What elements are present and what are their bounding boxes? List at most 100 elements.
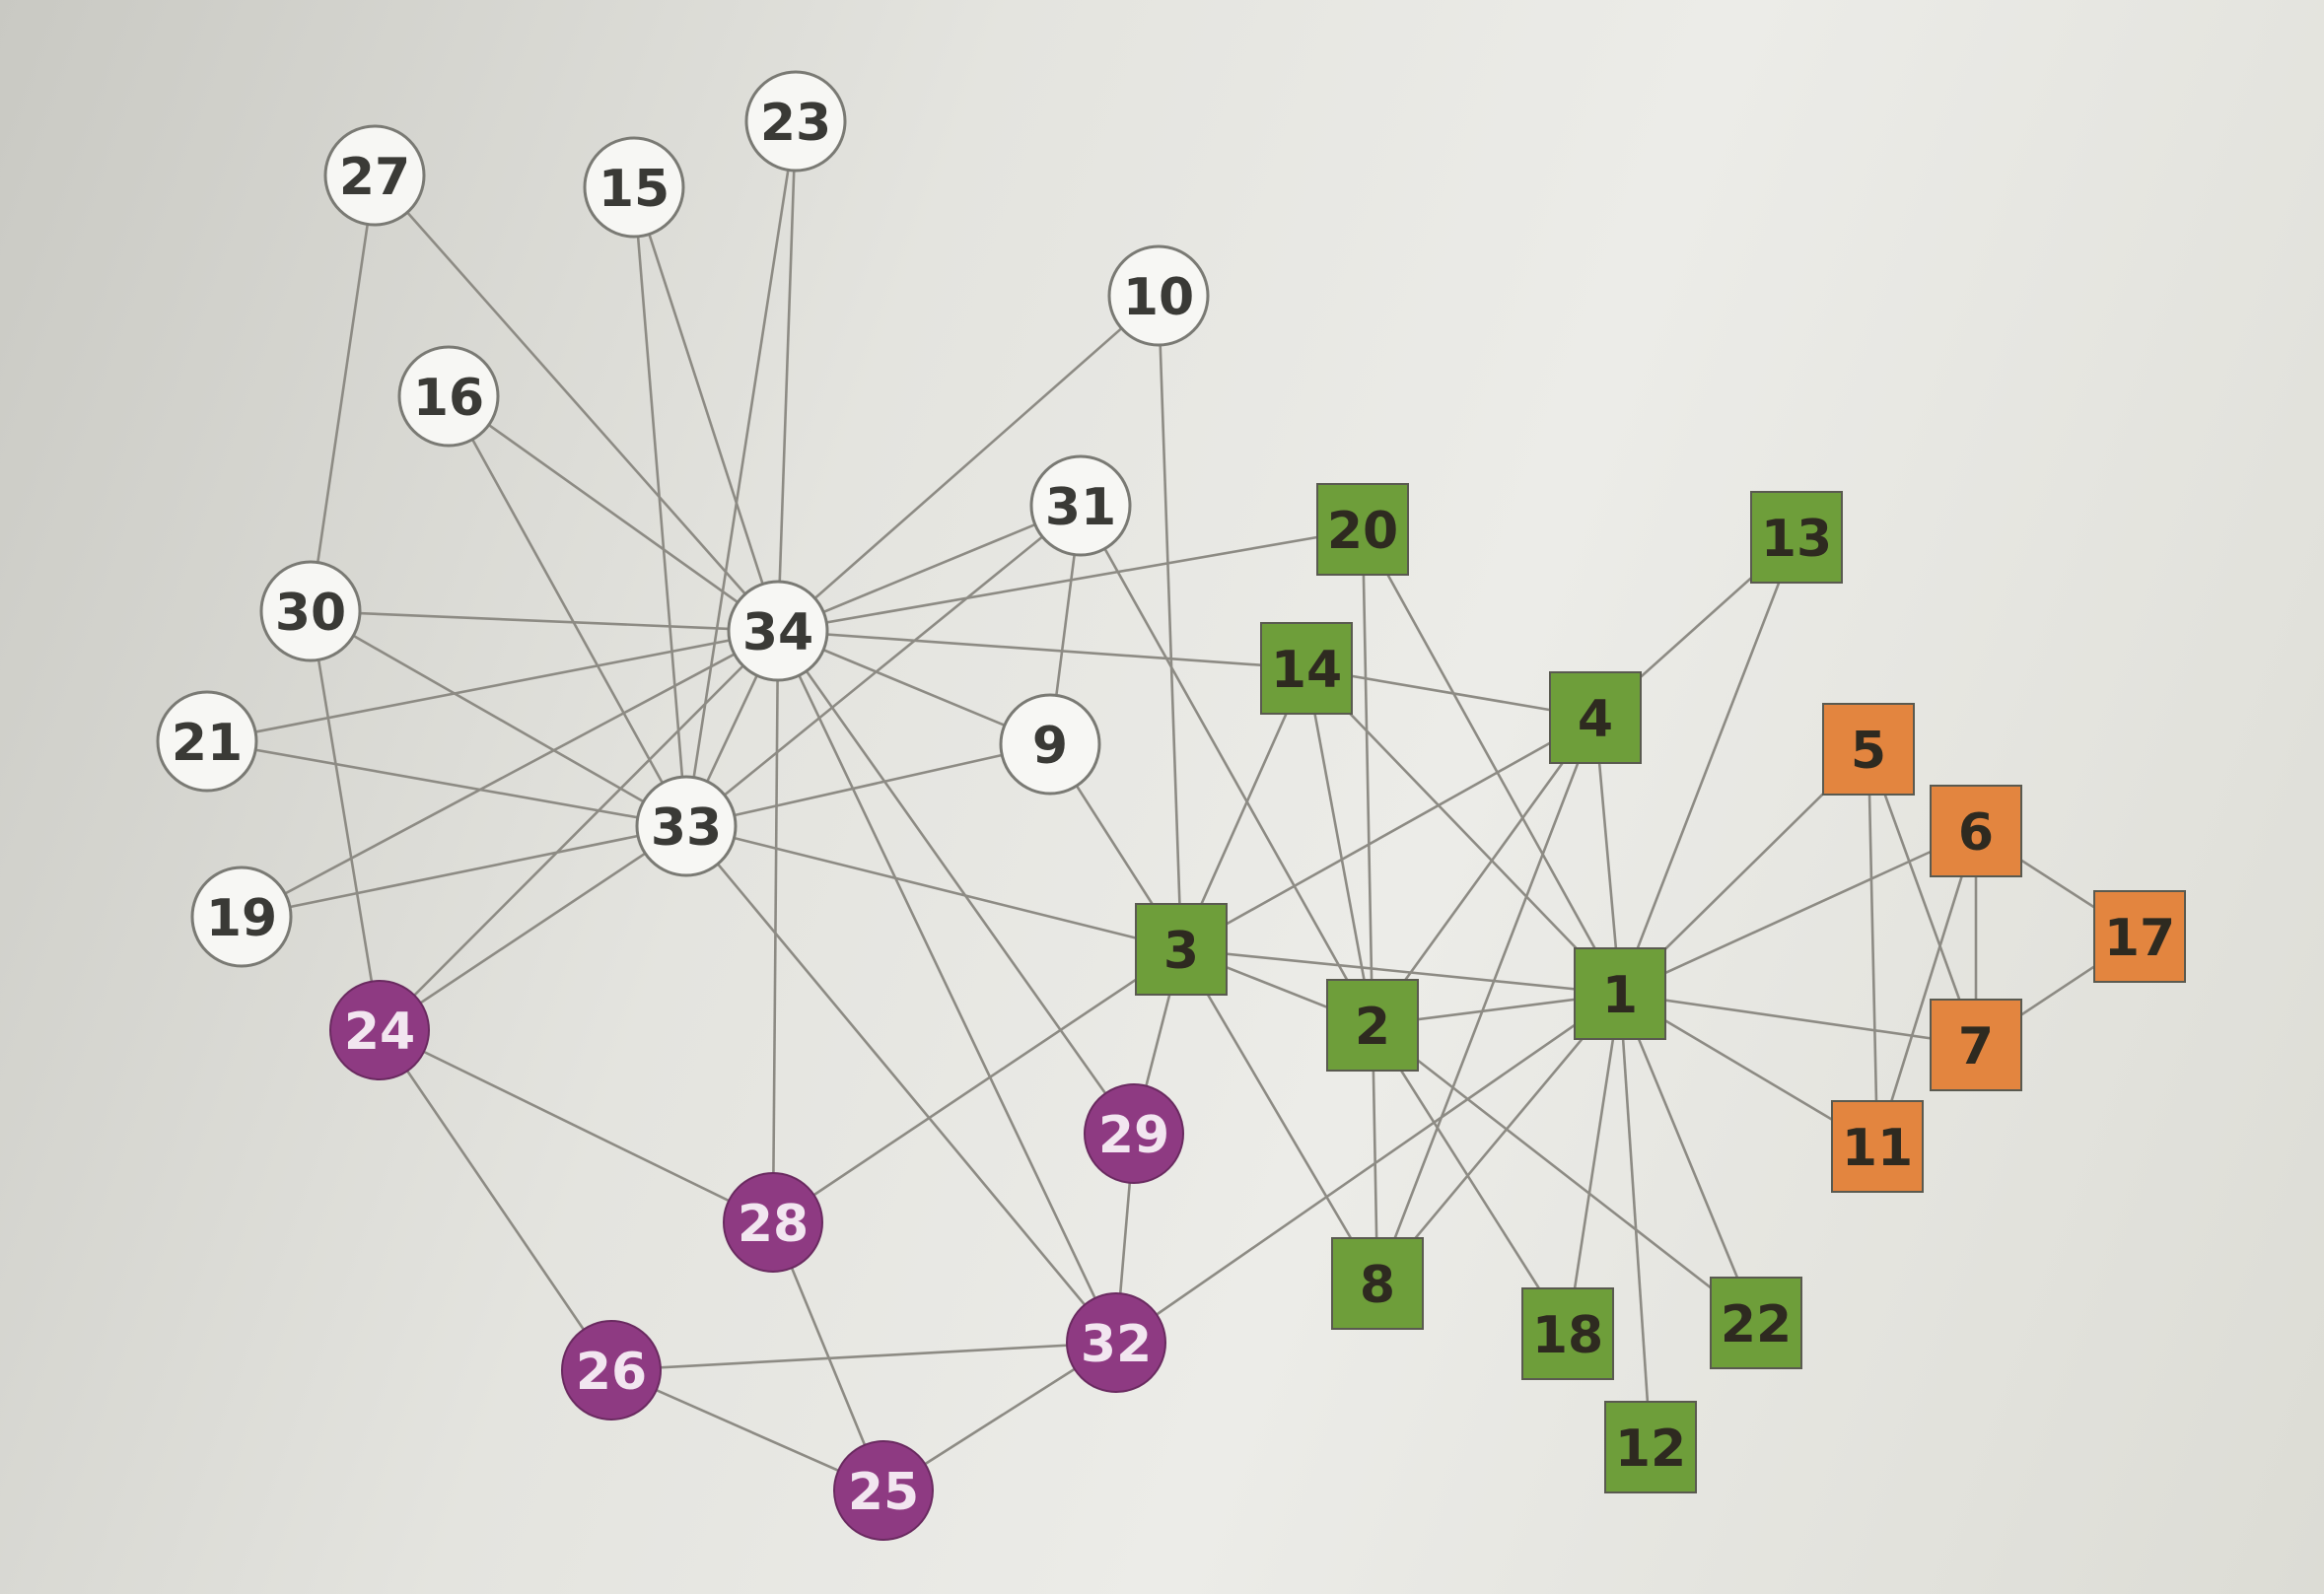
edge-24-34 [379,630,779,1031]
node-22-shape [1710,1277,1802,1369]
edge-2-4 [1371,717,1597,1026]
node-20-shape [1316,483,1409,576]
node-11-shape [1831,1100,1924,1193]
node-26: 26 [561,1320,662,1421]
node-7: 7 [1930,999,2022,1091]
node-3: 3 [1135,903,1228,996]
node-34-label: 34 [742,603,813,662]
edge-29-34 [776,630,1136,1135]
edge-2-14 [1304,667,1374,1026]
node-4: 4 [1549,671,1642,764]
node-16: 16 [397,345,500,448]
edge-2-20 [1361,528,1374,1026]
node-27: 27 [323,124,426,227]
edge-31-34 [777,504,1082,633]
node-19-label: 19 [206,889,277,948]
node-10: 10 [1107,244,1210,347]
edge-32-33 [685,825,1117,1344]
node-28-label: 28 [738,1195,809,1254]
node-30: 30 [259,560,362,662]
node-21-shape [156,690,258,793]
edge-27-30 [309,174,377,612]
node-1-shape [1574,947,1666,1040]
edge-9-33 [685,742,1051,828]
edge-30-34 [310,609,779,633]
node-18: 18 [1521,1287,1614,1380]
edge-31-33 [685,504,1082,828]
node-30-label: 30 [275,584,346,643]
node-6: 6 [1930,785,2022,877]
node-7-label: 7 [1958,1017,1994,1076]
node-13-shape [1750,491,1843,584]
edge-3-33 [685,824,1182,951]
edge-19-34 [241,629,779,919]
node-1: 1 [1574,947,1666,1040]
edge-14-34 [777,629,1307,670]
node-4-shape [1549,671,1642,764]
edge-21-33 [206,739,687,828]
edge-23-34 [776,120,798,632]
node-1-label: 1 [1602,966,1638,1025]
node-2: 2 [1326,979,1419,1072]
node-23: 23 [744,70,847,173]
node-15-label: 15 [599,160,669,219]
node-23-label: 23 [760,94,831,153]
node-31-shape [1029,454,1132,557]
node-22-label: 22 [1721,1295,1792,1354]
edge-24-33 [379,824,687,1032]
edge-1-6 [1619,829,1977,996]
node-14: 14 [1260,622,1353,715]
edge-1-7 [1619,992,1977,1047]
edge-2-22 [1372,1023,1757,1325]
edge-24-28 [379,1028,774,1224]
edge-15-33 [632,186,688,827]
node-26-shape [561,1320,662,1421]
edge-15-34 [632,186,780,632]
node-24-label: 24 [344,1003,415,1062]
node-17: 17 [2093,890,2186,983]
node-14-label: 14 [1271,641,1342,700]
node-8-label: 8 [1360,1256,1395,1315]
node-2-label: 2 [1355,998,1390,1057]
node-23-shape [744,70,847,173]
edge-1-32 [1115,992,1621,1345]
node-7-shape [1930,999,2022,1091]
edge-1-13 [1618,536,1798,995]
edge-2-31 [1079,505,1374,1026]
edge-1-18 [1566,993,1622,1335]
node-33-label: 33 [651,798,722,858]
edge-20-34 [777,527,1364,633]
node-29-shape [1084,1083,1184,1184]
node-34-shape [727,580,829,682]
node-29: 29 [1084,1083,1184,1184]
node-32-label: 32 [1081,1315,1152,1374]
edge-1-12 [1618,993,1653,1448]
edge-24-26 [378,1029,613,1371]
edge-16-33 [447,395,688,827]
node-30-shape [259,560,362,662]
node-10-shape [1107,244,1210,347]
node-16-shape [397,345,500,448]
edge-3-4 [1180,716,1596,951]
node-12-label: 12 [1615,1420,1686,1479]
node-28-shape [723,1172,823,1273]
node-21: 21 [156,690,258,793]
node-18-shape [1521,1287,1614,1380]
edge-28-34 [771,630,780,1223]
node-24-shape [329,980,430,1080]
node-9-shape [999,693,1101,796]
edge-6-11 [1875,830,1978,1147]
edge-26-32 [610,1341,1117,1372]
node-11: 11 [1831,1100,1924,1193]
node-27-shape [323,124,426,227]
node-33-shape [635,775,738,877]
node-25-label: 25 [848,1463,919,1522]
node-19-shape [190,866,293,968]
edge-3-8 [1179,948,1379,1284]
edge-1-8 [1376,993,1621,1284]
edge-1-14 [1305,667,1621,995]
edge-1-3 [1180,947,1621,996]
node-6-shape [1930,785,2022,877]
node-25-shape [833,1440,934,1541]
